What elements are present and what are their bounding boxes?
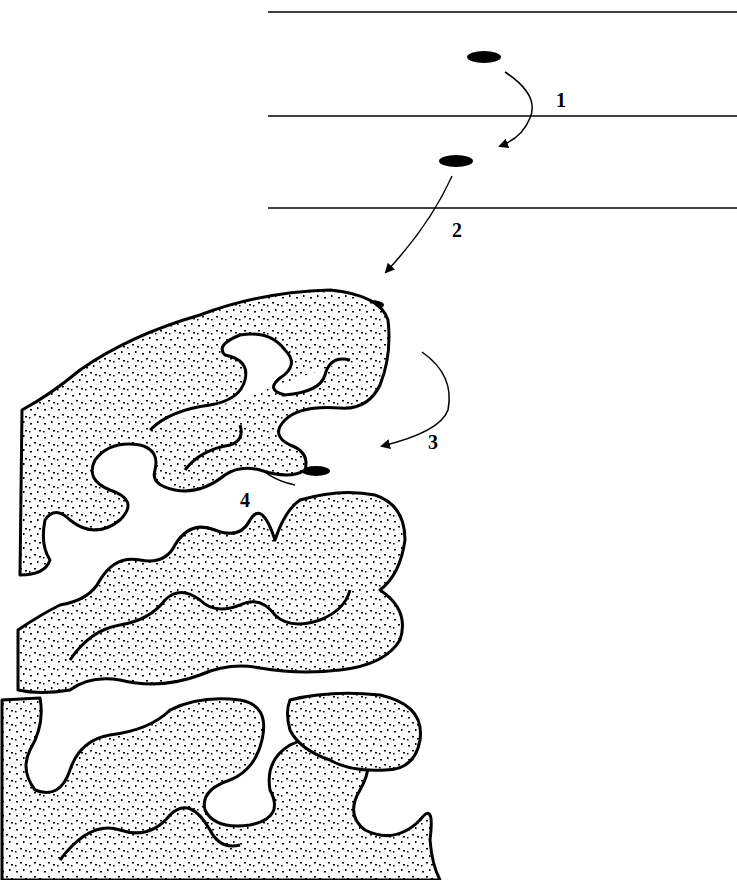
callout-number: 1 bbox=[556, 90, 566, 110]
layer-lines bbox=[268, 12, 737, 208]
callout-number: 4 bbox=[240, 490, 250, 510]
aggregates bbox=[2, 290, 440, 880]
callout-number: 3 bbox=[428, 432, 438, 452]
particles bbox=[302, 51, 501, 476]
callout-number: 2 bbox=[452, 220, 462, 240]
arrows bbox=[246, 72, 532, 485]
